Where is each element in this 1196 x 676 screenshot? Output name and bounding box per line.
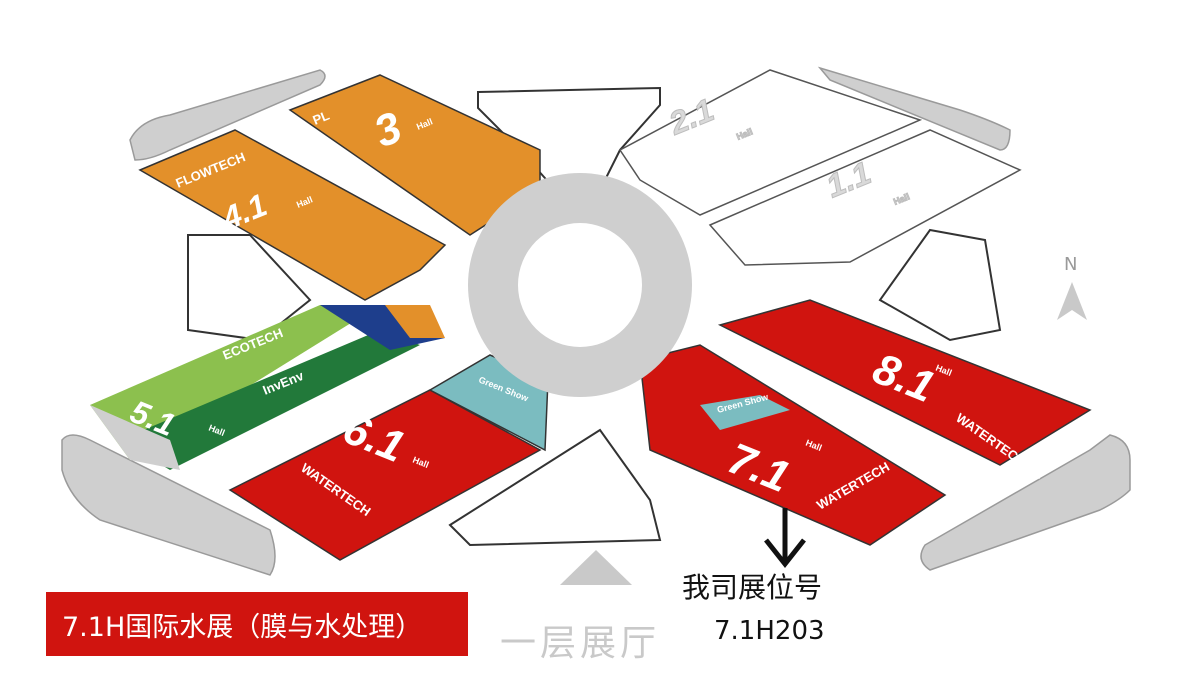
hall-1-1 bbox=[708, 129, 1022, 266]
hall-7-1-green-show bbox=[700, 395, 790, 430]
north-arrow-icon bbox=[1057, 282, 1087, 320]
hall-5-1 bbox=[90, 305, 445, 470]
floor-label: 一层展厅 bbox=[500, 623, 661, 664]
hall-7-1 bbox=[639, 344, 947, 546]
connector-east bbox=[878, 228, 1002, 342]
connector-south bbox=[448, 428, 662, 547]
hall-4-1 bbox=[138, 129, 447, 301]
outer-strip-nw bbox=[129, 69, 326, 161]
hall-6-1 bbox=[228, 389, 542, 561]
entrance-arrow-icon bbox=[560, 550, 632, 585]
booth-number: 7.1H203 bbox=[714, 616, 825, 646]
legend-7-1h: 7.1H国际水展（膜与水处理） bbox=[46, 592, 468, 656]
center-hole bbox=[518, 223, 642, 347]
outer-strip-ne bbox=[817, 66, 1011, 151]
hall-3-brand: PL bbox=[311, 108, 332, 128]
booth-pointer-icon bbox=[764, 508, 806, 569]
outer-strip-se bbox=[920, 434, 1131, 571]
hall-8-1 bbox=[717, 299, 1092, 466]
outer-strip-sw bbox=[61, 434, 276, 576]
north-label: N bbox=[1064, 254, 1078, 275]
booth-caption: 我司展位号 bbox=[682, 571, 823, 604]
hall-2-1 bbox=[618, 69, 923, 216]
hall-3 bbox=[288, 74, 541, 236]
connector-west bbox=[187, 234, 312, 342]
